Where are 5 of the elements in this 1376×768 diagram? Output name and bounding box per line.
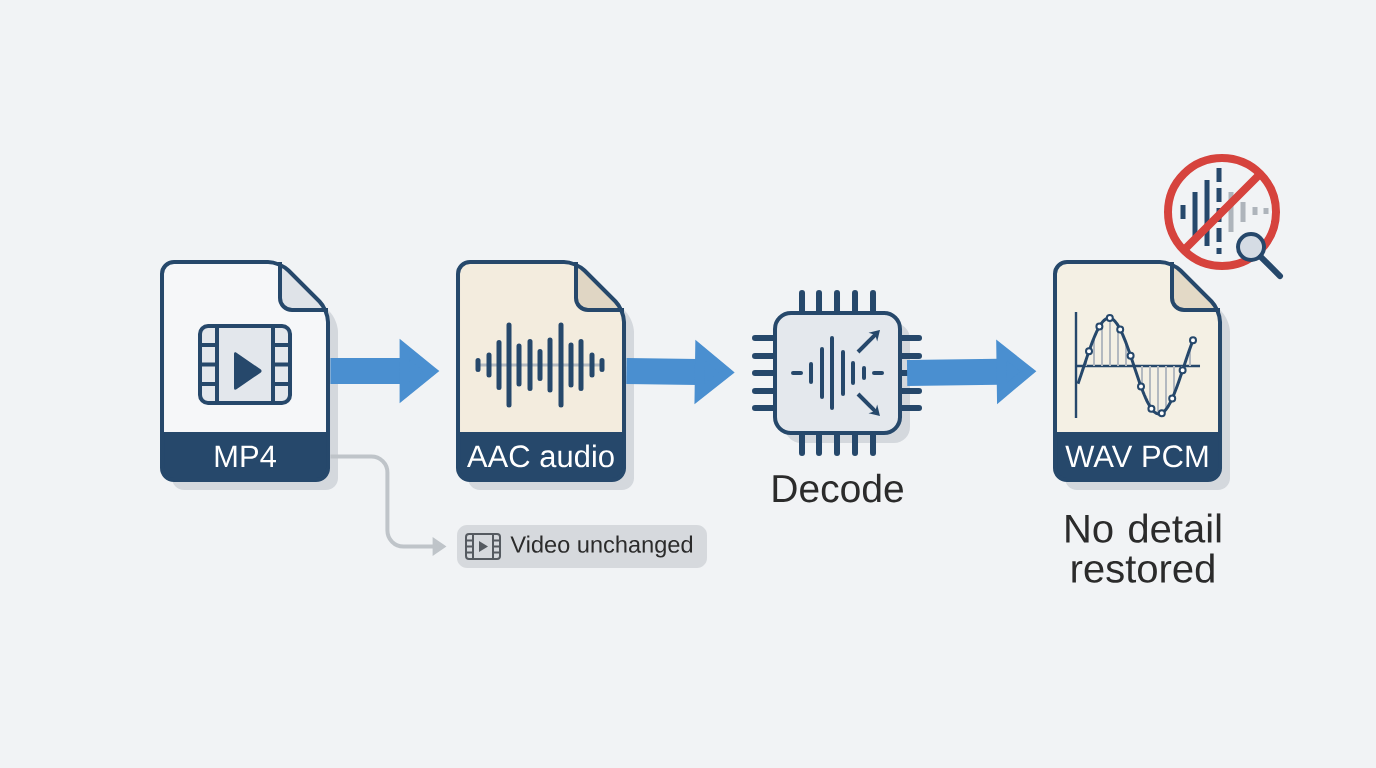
file-box: WAV PCM: [1053, 260, 1230, 490]
node-label: No detail restored: [1066, 513, 1221, 583]
node-label: Decode: [773, 473, 903, 503]
status-tag: Video unchanged: [457, 525, 707, 568]
processor-chip: Decode: [752, 290, 922, 503]
